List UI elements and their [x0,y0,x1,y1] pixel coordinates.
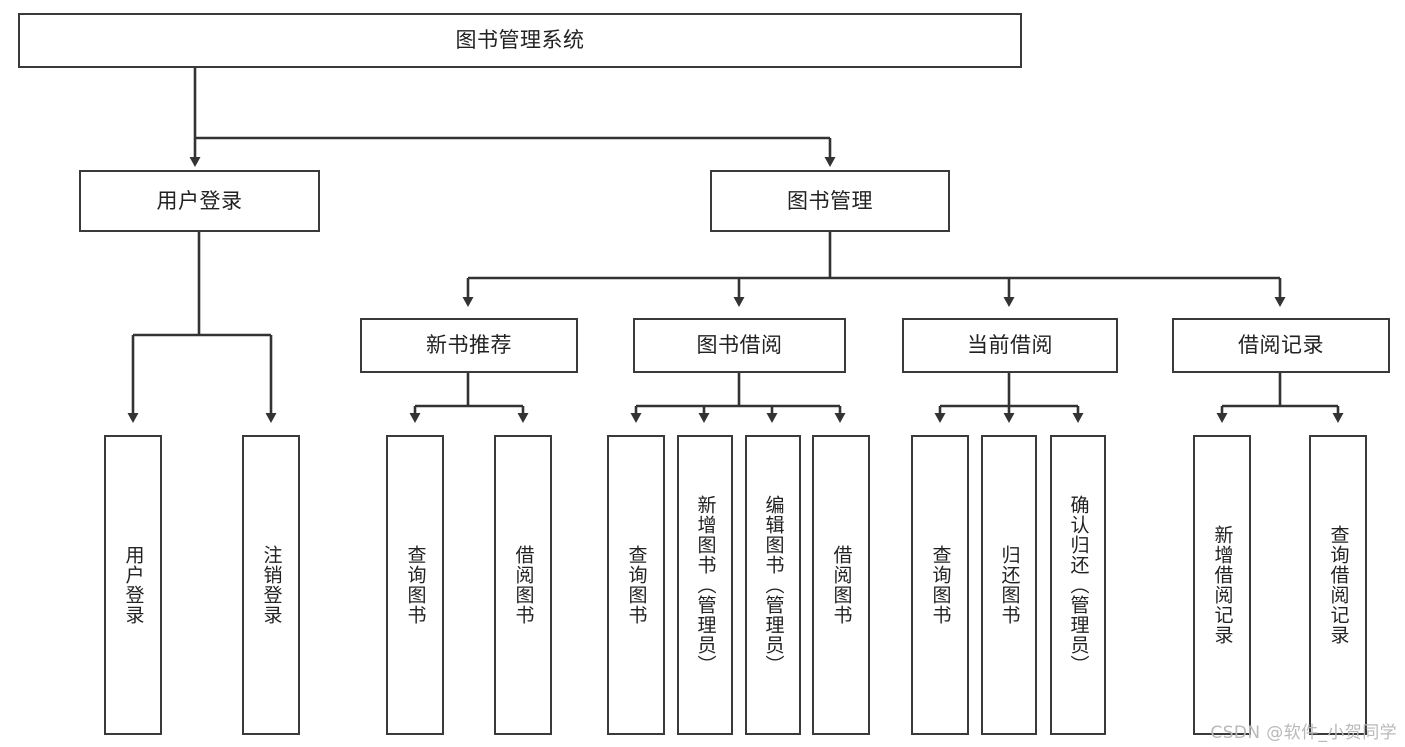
leaf-borrow-book-2[interactable]: 借阅图书 [812,435,870,735]
leaf-borrow-book-2-label: 借阅图书 [830,545,853,625]
node-user-login[interactable]: 用户登录 [79,170,320,232]
leaf-query-book-1[interactable]: 查询图书 [386,435,444,735]
leaf-logout-login[interactable]: 注销登录 [242,435,300,735]
node-root-label: 图书管理系统 [455,28,585,53]
node-user-login-label: 用户登录 [156,188,243,213]
leaf-query-book-3[interactable]: 查询图书 [911,435,969,735]
leaf-edit-book[interactable]: 编辑图书（管理员） [745,435,801,735]
leaf-query-book-3-label: 查询图书 [929,545,952,625]
node-borrow-record[interactable]: 借阅记录 [1172,318,1390,373]
leaf-user-login-label: 用户登录 [122,545,145,625]
leaf-edit-book-label: 编辑图书（管理员） [762,495,785,675]
leaf-query-book-1-label: 查询图书 [404,545,427,625]
node-root[interactable]: 图书管理系统 [18,13,1022,68]
leaf-return-book[interactable]: 归还图书 [981,435,1037,735]
leaf-query-book-2[interactable]: 查询图书 [607,435,665,735]
node-new-book-recommend[interactable]: 新书推荐 [360,318,578,373]
node-book-management[interactable]: 图书管理 [710,170,950,232]
node-current-borrow[interactable]: 当前借阅 [902,318,1118,373]
leaf-borrow-book-1[interactable]: 借阅图书 [494,435,552,735]
leaf-add-book-label: 新增图书（管理员） [694,495,717,675]
node-new-book-recommend-label: 新书推荐 [426,333,512,358]
leaf-add-record[interactable]: 新增借阅记录 [1193,435,1251,735]
leaf-add-record-label: 新增借阅记录 [1211,525,1234,645]
node-book-management-label: 图书管理 [787,188,873,213]
leaf-add-book[interactable]: 新增图书（管理员） [677,435,733,735]
node-book-borrow-label: 图书借阅 [696,333,783,358]
leaf-query-book-2-label: 查询图书 [625,545,648,625]
node-book-borrow[interactable]: 图书借阅 [633,318,846,373]
leaf-logout-login-label: 注销登录 [260,545,283,625]
node-current-borrow-label: 当前借阅 [967,333,1053,358]
leaf-borrow-book-1-label: 借阅图书 [512,545,535,625]
leaf-query-record-label: 查询借阅记录 [1327,525,1350,645]
node-borrow-record-label: 借阅记录 [1238,333,1324,358]
leaf-confirm-return[interactable]: 确认归还（管理员） [1050,435,1106,735]
leaf-query-record[interactable]: 查询借阅记录 [1309,435,1367,735]
leaf-user-login[interactable]: 用户登录 [104,435,162,735]
leaf-return-book-label: 归还图书 [998,545,1021,625]
leaf-confirm-return-label: 确认归还（管理员） [1067,495,1090,675]
csdn-watermark: CSDN @软件_小贺同学 [1210,723,1397,743]
